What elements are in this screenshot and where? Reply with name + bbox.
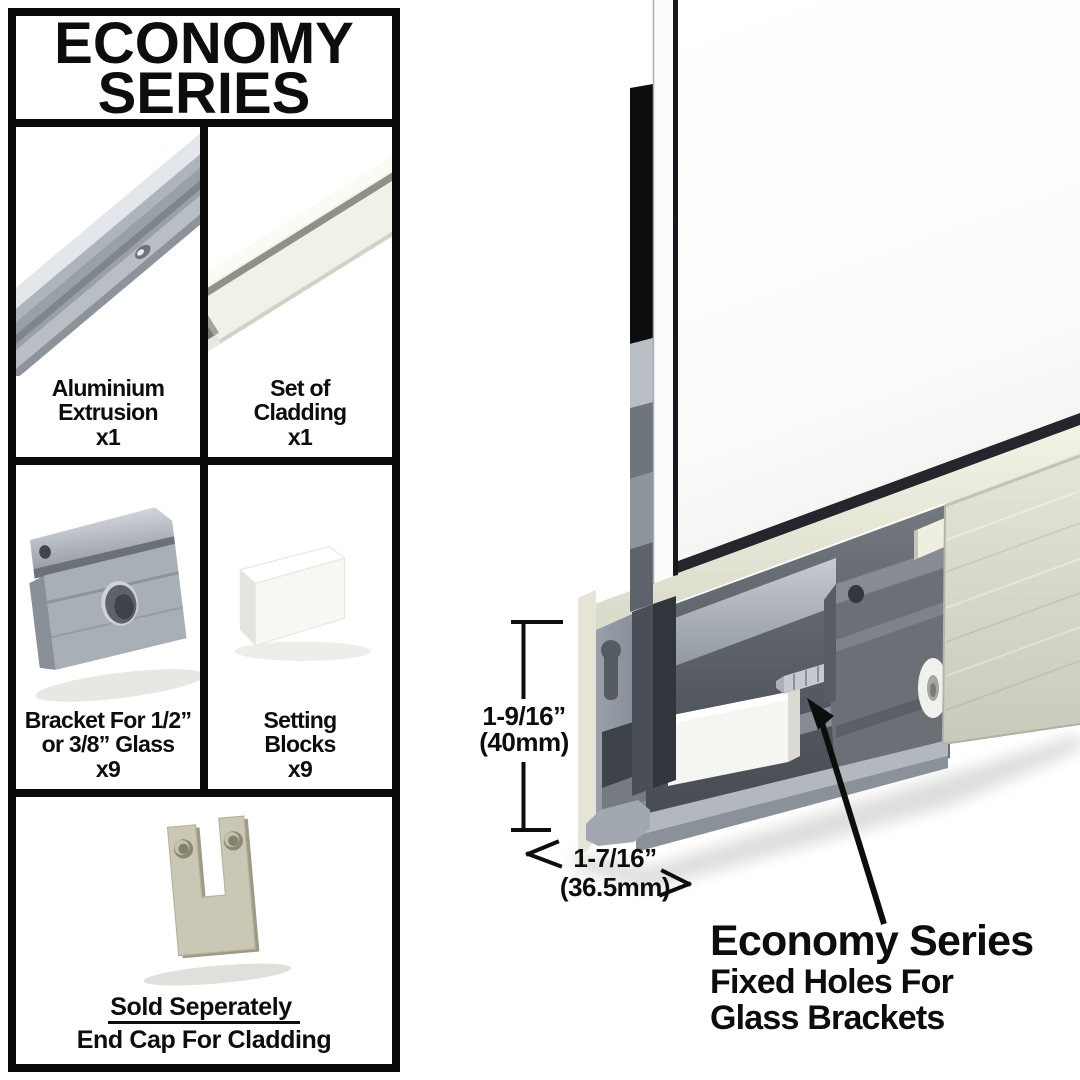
glass-panel (673, 0, 1080, 575)
part-cell-end-cap: Sold Seperately End Cap For Cladding (16, 797, 392, 1064)
panel-title: ECONOMY SERIES (16, 10, 392, 126)
end-cap-label: Sold Seperately End Cap For Cladding (16, 991, 392, 1064)
bracket-small-hole (848, 585, 864, 603)
part-cell-glass-bracket: Bracket For 1/2” or 3/8” Glass x9 (16, 465, 200, 789)
vertical-dimension-label: 1-9/16” (40mm) (479, 701, 569, 757)
part-label: Bracket For 1/2” or 3/8” Glass x9 (24, 706, 192, 783)
callout-text: Economy Series Fixed Holes For Glass Bra… (710, 918, 1070, 1036)
end-cap-image (143, 815, 292, 986)
part-label: Setting Blocks x9 (263, 706, 337, 783)
sold-separately-label: Sold Seperately (108, 993, 300, 1024)
cladding-cover (914, 453, 1080, 745)
parts-panel: ECONOMY SERIES Aluminium (8, 8, 400, 1072)
part-label: Set of Cladding x1 (253, 374, 347, 451)
callout-arrow (807, 698, 887, 925)
glass-bracket-in-channel (824, 546, 950, 790)
end-cap-name-label: End Cap For Cladding (76, 1025, 332, 1054)
callout-title: Economy Series (710, 917, 1034, 965)
cladding-top-lip (592, 425, 1080, 633)
part-cell-cladding: Set of Cladding x1 (208, 127, 392, 457)
dimension-lines (511, 620, 692, 898)
callout-line3: Glass Brackets (710, 999, 945, 1037)
panel-title-line2: SERIES (97, 60, 311, 126)
cladding-image (208, 140, 392, 358)
ground-shadow (575, 734, 1080, 890)
part-cell-setting-blocks: Setting Blocks x9 (208, 465, 392, 789)
channel-bottom-edge (636, 740, 948, 852)
part-cell-aluminium-extrusion: Aluminium Extrusion x1 (16, 127, 200, 457)
horizontal-dimension-label: 1-7/16” (36.5mm) (559, 843, 671, 902)
glass-gap-shadow (640, 413, 1080, 587)
glass-bracket-image (29, 507, 200, 702)
aluminium-extrusion-image (16, 127, 200, 376)
part-label: Aluminium Extrusion x1 (51, 374, 165, 451)
callout-line2: Fixed Holes For (710, 963, 954, 1001)
setting-block-in-channel (668, 688, 800, 786)
setting-block-image (235, 545, 371, 661)
panel-title-line1: ECONOMY (54, 10, 354, 76)
glass-edge (630, 0, 678, 796)
